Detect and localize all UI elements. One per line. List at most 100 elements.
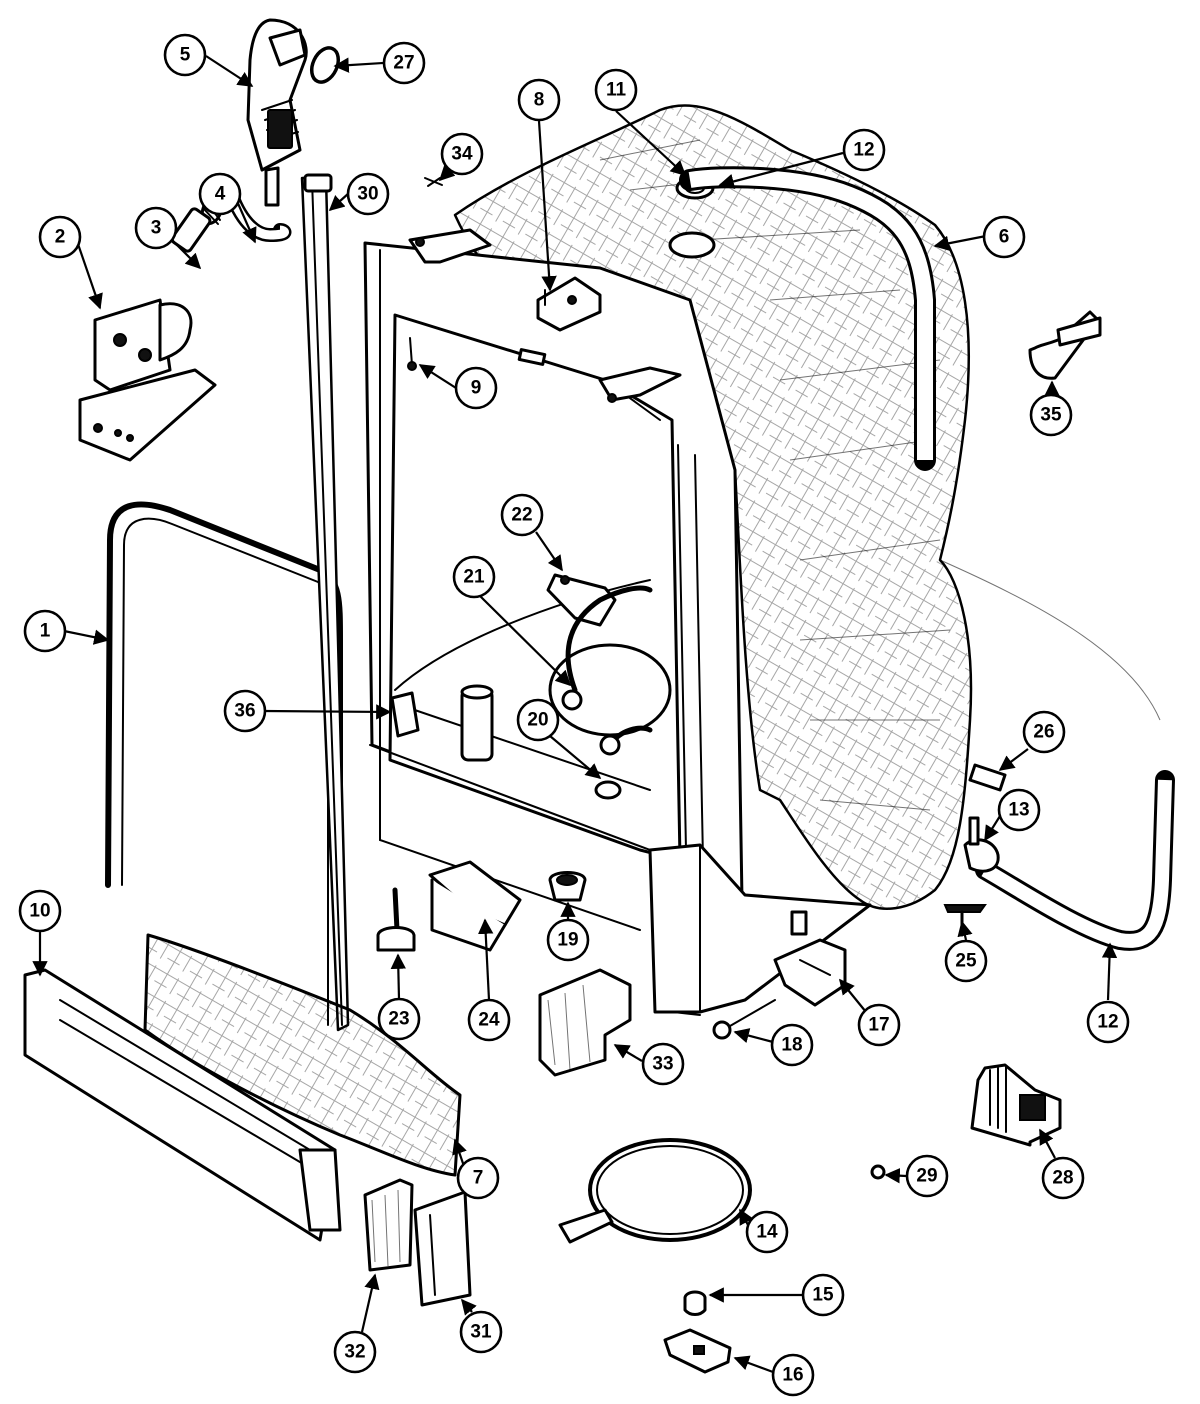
leader-5: [205, 55, 254, 87]
callout-1: 1: [23, 609, 67, 653]
leader-34: [438, 164, 456, 182]
callout-16-label: 16: [782, 1365, 803, 1386]
callout-leaders: [32, 55, 1118, 1374]
door-catch: [390, 691, 420, 738]
callout-22-label: 22: [511, 505, 532, 526]
callout-30-label: 30: [357, 184, 378, 205]
leader-12a: [718, 151, 844, 189]
leader-22: [535, 531, 563, 572]
callout-11-label: 11: [606, 80, 627, 101]
leader-2: [76, 243, 103, 310]
callout-27: 27: [382, 41, 426, 85]
leader-25: [957, 920, 973, 941]
side-panel: [413, 1190, 472, 1307]
heating-element: [558, 1138, 752, 1244]
callout-26: 26: [1022, 710, 1066, 754]
callout-17-label: 17: [868, 1015, 889, 1036]
callout-1-label: 1: [40, 621, 51, 642]
callout-3-label: 3: [151, 218, 162, 239]
leader-24: [478, 918, 494, 1001]
callout-13-label: 13: [1008, 800, 1029, 821]
foam-insulation-block: [538, 968, 632, 1077]
callout-10-label: 10: [29, 901, 50, 922]
transformer-relay: [970, 1063, 1062, 1147]
leveling-bracket: [773, 938, 847, 1007]
leader-3: [167, 235, 202, 270]
callout-12-bottom: 12: [1086, 1000, 1130, 1044]
callout-36-label: 36: [234, 701, 255, 722]
callout-34-label: 34: [451, 144, 473, 165]
callout-12-bottom-label: 12: [1097, 1012, 1118, 1033]
leveling-screw: [712, 999, 776, 1040]
leader-32: [360, 1273, 380, 1333]
callout-16: 16: [771, 1353, 815, 1397]
callout-31-label: 31: [470, 1322, 492, 1343]
callout-29: 29: [905, 1154, 949, 1198]
leveling-leg: [376, 887, 416, 952]
callout-35-label: 35: [1040, 405, 1062, 426]
callout-5: 5: [163, 33, 207, 77]
spacer-plate: [968, 763, 1007, 792]
callout-4-label: 4: [215, 184, 226, 205]
leader-12b: [1101, 942, 1118, 1001]
callout-34: 34: [440, 132, 484, 176]
callout-33-label: 33: [652, 1054, 673, 1075]
callout-26-label: 26: [1033, 722, 1054, 743]
leader-14: [739, 1208, 754, 1226]
callout-9: 9: [454, 366, 498, 410]
leader-23: [390, 953, 407, 1000]
callout-19-label: 19: [557, 930, 578, 951]
callout-24: 24: [467, 998, 511, 1042]
toe-kick-panel: [23, 968, 342, 1242]
leader-36: [263, 704, 392, 720]
leader-8: [537, 120, 557, 292]
callout-35: 35: [1029, 393, 1073, 437]
leader-16: [733, 1355, 774, 1374]
leader-26: [998, 748, 1029, 771]
box-bracket: [428, 860, 522, 952]
callout-28: 28: [1041, 1156, 1085, 1200]
callout-6: 6: [982, 215, 1026, 259]
callout-24-label: 24: [478, 1010, 500, 1031]
callout-23-label: 23: [388, 1009, 409, 1030]
foam-pad: [363, 1178, 414, 1272]
callout-7-label: 7: [473, 1168, 484, 1189]
callout-21: 21: [452, 555, 496, 599]
callout-6-label: 6: [999, 227, 1010, 248]
callout-22: 22: [500, 493, 544, 537]
callout-15-label: 15: [812, 1285, 834, 1306]
top-mounting-brackets: [408, 228, 682, 403]
callout-28-label: 28: [1052, 1168, 1073, 1189]
part-callouts: 1 2 3 4 5 6 7 8 9 10 11 12 12 13 14 15 1…: [18, 33, 1130, 1397]
leader-11: [615, 110, 687, 177]
callout-12-top: 12: [842, 128, 886, 172]
callout-9-label: 9: [471, 378, 482, 399]
callout-32-label: 32: [344, 1342, 365, 1363]
callout-11: 11: [594, 68, 638, 112]
leader-9: [418, 364, 457, 389]
callout-2-label: 2: [55, 227, 66, 248]
wire-clip: [546, 573, 617, 627]
door-gasket: [105, 501, 343, 1028]
callout-14: 14: [745, 1210, 789, 1254]
inlet-hose: [223, 183, 292, 242]
bushing: [548, 871, 587, 902]
callout-20: 20: [516, 698, 560, 742]
water-inlet-valve: [78, 207, 217, 462]
leader-21: [479, 595, 572, 687]
callout-25: 25: [944, 939, 988, 983]
callout-5-label: 5: [180, 45, 191, 66]
leader-18: [733, 1028, 774, 1044]
leader-6: [933, 234, 987, 251]
callout-8: 8: [517, 78, 561, 122]
callout-33: 33: [641, 1042, 685, 1086]
callout-32: 32: [333, 1330, 377, 1374]
terminal-nut: [683, 1290, 707, 1316]
drain-hose-clamp: [963, 816, 1000, 873]
callout-20-label: 20: [527, 710, 548, 731]
callout-25-label: 25: [955, 951, 977, 972]
element-bracket: [663, 1328, 732, 1374]
callout-12-top-label: 12: [853, 140, 874, 161]
callout-4: 4: [198, 172, 242, 216]
strike-screw: [407, 337, 417, 371]
